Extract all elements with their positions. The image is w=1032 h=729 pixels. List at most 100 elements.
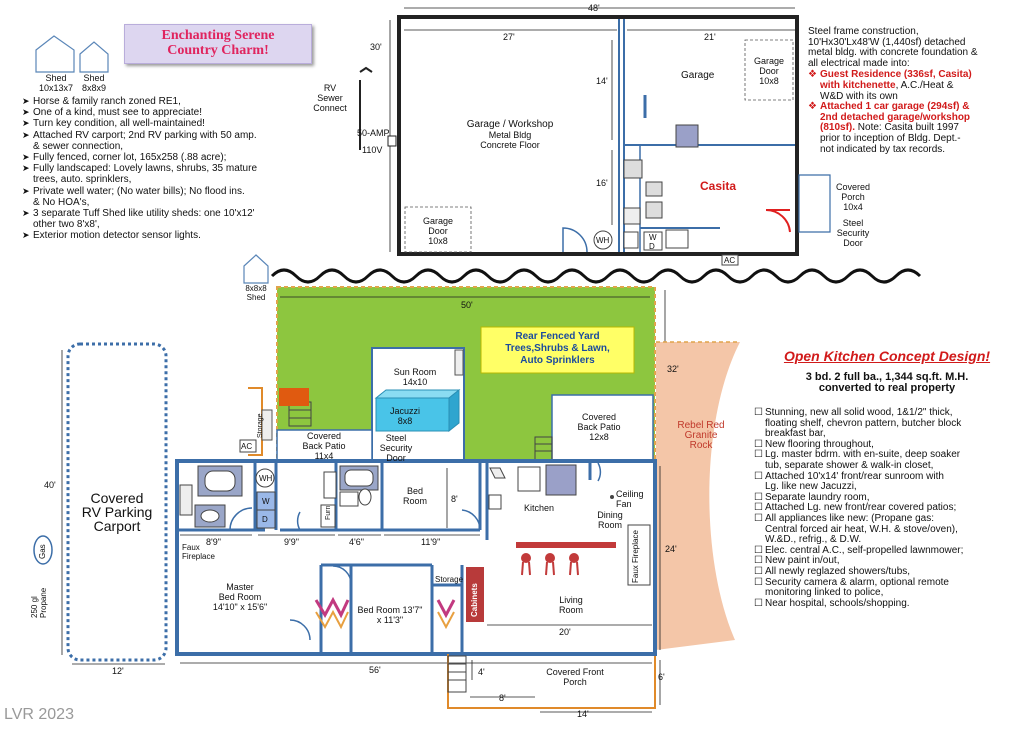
dim-27: 27' xyxy=(503,32,515,42)
shed-name: Shed xyxy=(83,73,105,83)
granite-rock-area xyxy=(656,342,740,650)
kitchen-label: Kitchen xyxy=(524,503,555,513)
wh-label: WH xyxy=(596,236,610,245)
label-line: Garage xyxy=(422,216,454,226)
faux-fireplace-left: Faux Fireplace xyxy=(182,543,215,561)
desc-item: ❖ Attached 1 car garage (294sf) & 2nd de… xyxy=(808,102,978,155)
dim-16: 16' xyxy=(596,178,608,188)
desc-line: Steel frame construction, xyxy=(808,26,919,37)
desc-red: Attached 1 car garage (294sf) & xyxy=(820,101,970,113)
casita-porch-label: Covered Porch 10x4 xyxy=(829,182,877,212)
kitchen-design-heading: Open Kitchen Concept Design! xyxy=(783,348,991,364)
bedroom-label: Bed Room xyxy=(395,486,435,506)
kitchen-design-item: All appliances like new: (Propane gas: xyxy=(754,513,963,525)
dim-6: 6' xyxy=(658,672,665,682)
label-line: 10x4 xyxy=(843,202,863,212)
desc-red: Guest Residence (336sf, Casita) xyxy=(820,69,972,81)
shed-icon xyxy=(79,41,109,73)
garage-label: Garage xyxy=(681,70,715,81)
dim-seg-4: 11'9" xyxy=(421,537,441,547)
feature-item: 3 separate Tuff Shed like utility sheds:… xyxy=(22,208,257,219)
garage-door-right: Garage Door 10x8 xyxy=(747,56,791,86)
label-line: Propane xyxy=(39,587,48,618)
steel-security-door-label: Steel Security Door xyxy=(372,433,420,463)
label-line: Door xyxy=(759,66,779,76)
label-line: Steel xyxy=(842,218,864,228)
kitchen-design-item: All newly reglazed showers/tubs, xyxy=(754,566,963,578)
label-line: Covered xyxy=(306,431,342,441)
label-line: RV xyxy=(323,83,337,93)
kitchen-design-item: floating shelf, chevron pattern, butcher… xyxy=(765,417,962,429)
back-patio-left-label: Covered Back Patio 11x4 xyxy=(295,431,353,461)
kitchen-design-item: monitoring linked to police, xyxy=(765,587,884,599)
back-patio-right-label: Covered Back Patio 12x8 xyxy=(568,412,630,442)
desc-red: (810sf). xyxy=(820,122,856,134)
shed-size: 10x13x7 xyxy=(38,83,74,93)
desc-rest: prior to inception of Bldg. Dept.- xyxy=(820,132,961,144)
kitchen-design-item: Lg. like new Jacuzzi, xyxy=(765,481,857,493)
label-line: Granite xyxy=(684,430,718,441)
label-line: Bed xyxy=(406,486,423,496)
label-line: Auto Sprinklers xyxy=(520,355,595,366)
kitchen-design-item: Near hospital, schools/shopping. xyxy=(754,598,963,610)
dim-21: 21' xyxy=(704,32,716,42)
storage-label: Storage xyxy=(435,575,464,584)
label-line: 10x8 xyxy=(428,236,448,246)
label-line: Covered xyxy=(835,182,871,192)
kitchen-design-item: tub, separate shower & walk-in closet, xyxy=(765,459,934,471)
label-line: Porch xyxy=(563,677,587,687)
shed-size: 8x8x8 xyxy=(245,284,267,293)
label-line: RV Parking xyxy=(81,504,153,520)
label-line: 8x8 xyxy=(397,416,413,426)
cabinets-label: Cabinets xyxy=(470,583,479,617)
feature-item: One of a kind, must see to appreciate! xyxy=(22,107,257,118)
label-line: 11x4 xyxy=(314,451,334,461)
kitchen-design-item: Attached Lg. new front/rear covered pati… xyxy=(754,503,963,514)
feature-item: & sewer connection, xyxy=(33,140,124,152)
ceiling-fan-label: Ceiling Fan xyxy=(616,489,644,509)
casita-label: Casita xyxy=(700,179,737,193)
kitchen-design-item: Central forced air heat, W.H. & stove/ov… xyxy=(765,523,958,535)
shed-label-3: 8x8x8 Shed xyxy=(236,284,276,302)
label-line: 12x8 xyxy=(589,432,609,442)
label-line: Carport xyxy=(93,518,141,534)
volt-label: 110V xyxy=(362,145,383,155)
label-line: Covered xyxy=(581,412,617,422)
kitchen-design-item: Separate laundry room, xyxy=(754,492,963,504)
label-line: Master xyxy=(226,582,254,592)
label-line: Room xyxy=(558,605,583,615)
house-w-label: W xyxy=(262,497,270,506)
label-line: x 11'3" xyxy=(376,615,404,625)
carport-outline xyxy=(66,342,168,662)
house-d-label: D xyxy=(262,515,268,524)
feature-item: Horse & family ranch zoned RE1, xyxy=(22,96,257,107)
dim-56: 56' xyxy=(369,665,381,675)
d-label: D xyxy=(649,242,655,251)
rv-sewer-label: RV Sewer Connect xyxy=(312,83,348,113)
house-ac-label: AC xyxy=(241,442,253,451)
master-bedroom-label: Master Bed Room 14'10" x 15'6" xyxy=(200,582,280,612)
dim-40: 40' xyxy=(44,480,56,490)
label-line: Fan xyxy=(616,499,632,509)
label-line: Garage xyxy=(753,56,785,66)
label-line: Bed Room 13'7" xyxy=(357,605,423,615)
feature-item: Fully fenced, corner lot, 165x258 (.88 a… xyxy=(22,152,257,163)
desc-item: ❖ Guest Residence (336sf, Casita) with k… xyxy=(808,70,978,102)
desc-rest: , A.C./Heat & xyxy=(895,79,954,91)
desc-red: with kitchenette xyxy=(820,79,896,91)
feature-item: Attached RV carport; 2nd RV parking with… xyxy=(22,130,257,141)
label-line: 250 gl xyxy=(30,596,39,618)
gas-label: Gas xyxy=(38,544,47,559)
label-line: Concrete Floor xyxy=(480,140,540,150)
storage-left-label: Storage xyxy=(257,413,264,438)
dim-20: 20' xyxy=(559,627,571,637)
desc-red: 2nd detached garage/workshop xyxy=(820,111,971,123)
label-line: Jacuzzi xyxy=(389,406,420,416)
label-line: Back Patio xyxy=(302,441,346,451)
house-wh-label: WH xyxy=(259,474,273,483)
label-line: Room xyxy=(402,496,427,506)
label-line: Porch xyxy=(841,192,865,202)
w-label: W xyxy=(649,233,657,242)
label-line: Rebel Red xyxy=(677,420,725,431)
dim-50: 50' xyxy=(461,300,473,310)
